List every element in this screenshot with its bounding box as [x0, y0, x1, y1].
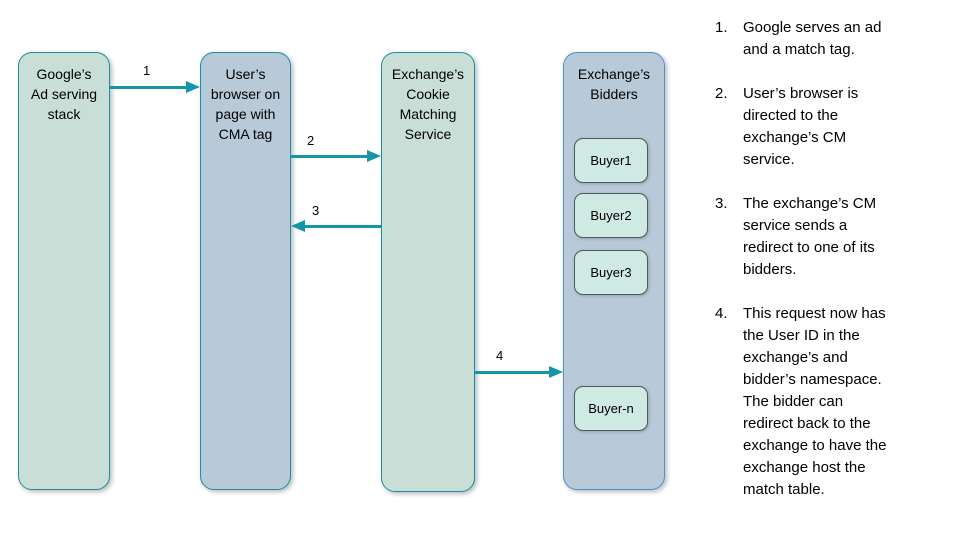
step-text: The exchange’s CM service sends a redire… — [743, 195, 877, 278]
step-number: 1. — [715, 19, 728, 36]
node-label: Exchange’s Bidders — [577, 66, 651, 102]
arrow-number-label: 1 — [143, 63, 151, 78]
node-label: Exchange’s Cookie Matching Service — [391, 66, 465, 142]
arrowhead-right-icon — [186, 81, 200, 93]
node-cookie-matching-service: Exchange’s Cookie Matching Service — [381, 52, 475, 492]
step-text: User’s browser is directed to the exchan… — [743, 85, 859, 168]
arrow-number-label: 3 — [312, 203, 320, 218]
node-google-ad-serving-stack: Google’s Ad serving stack — [18, 52, 110, 490]
arrow-line — [110, 86, 188, 89]
arrow-line — [291, 155, 369, 158]
node-label: Google’s Ad serving stack — [30, 66, 98, 122]
node-label: User’s browser on page with CMA tag — [210, 66, 281, 142]
arrowhead-right-icon — [549, 366, 563, 378]
arrow-step-3 — [291, 220, 381, 233]
list-item: 4. This request now has the User ID in t… — [715, 303, 950, 501]
arrow-number-label: 2 — [307, 133, 315, 148]
arrow-step-2 — [291, 150, 381, 163]
arrow-number-label: 4 — [496, 348, 504, 363]
list-item: 2. User’s browser is directed to the exc… — [715, 83, 950, 171]
steps-list: 1. Google serves an ad and a match tag. … — [715, 17, 950, 523]
arrow-line — [475, 371, 551, 374]
step-text: Google serves an ad and a match tag. — [743, 19, 882, 58]
arrowhead-left-icon — [291, 220, 305, 232]
list-item: 3. The exchange’s CM service sends a red… — [715, 193, 950, 281]
list-item: 1. Google serves an ad and a match tag. — [715, 17, 950, 61]
buyer-box: Buyer-n — [574, 386, 648, 431]
node-users-browser: User’s browser on page with CMA tag — [200, 52, 291, 490]
node-exchanges-bidders: Exchange’s Bidders Buyer1 Buyer2 Buyer3 … — [563, 52, 665, 490]
step-text: This request now has the User ID in the … — [743, 305, 887, 498]
buyer-box: Buyer1 — [574, 138, 648, 183]
arrowhead-right-icon — [367, 150, 381, 162]
step-number: 4. — [715, 305, 728, 322]
step-number: 3. — [715, 195, 728, 212]
arrow-step-4 — [475, 366, 563, 379]
buyer-box: Buyer3 — [574, 250, 648, 295]
buyer-box: Buyer2 — [574, 193, 648, 238]
arrow-step-1 — [110, 81, 200, 94]
arrow-line — [303, 225, 381, 228]
step-number: 2. — [715, 85, 728, 102]
